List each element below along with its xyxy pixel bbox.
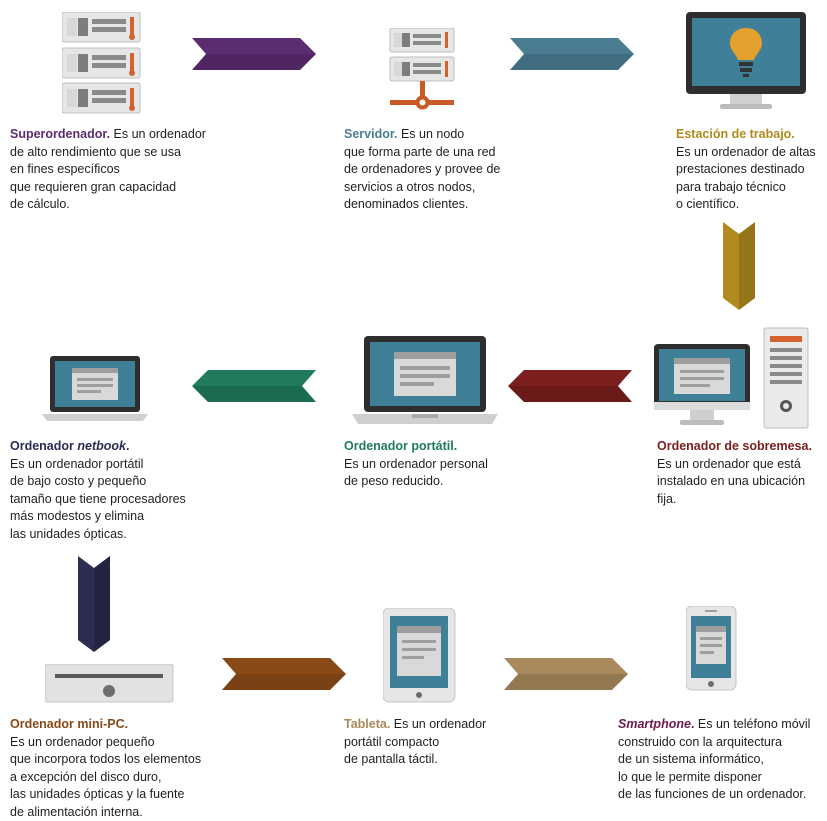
smartphone-text: Es un teléfono móvil construido con la a… (618, 717, 811, 801)
laptop-icon (352, 336, 498, 424)
arrow-super-to-server (192, 38, 316, 70)
laptop-title: Ordenador portátil. (344, 439, 458, 453)
netbook-title-italic: netbook (77, 439, 126, 453)
server-description: Servidor. Es un nodo que forma parte de … (344, 126, 544, 214)
desktop-description: Ordenador de sobremesa. Es un ordenador … (657, 438, 825, 508)
workstation-text: Es un ordenador de altas prestaciones de… (676, 144, 816, 211)
server-icon (389, 28, 455, 110)
supercomputer-icon (62, 12, 141, 114)
desktop-title: Ordenador de sobremesa. (657, 439, 812, 453)
tablet-description: Tableta. Es un ordenador portátil compac… (344, 716, 544, 769)
netbook-text: Es un ordenador portátil de bajo costo y… (10, 456, 186, 541)
laptop-description: Ordenador portátil. Es un ordenador pers… (344, 438, 544, 491)
netbook-description: Ordenador netbook. Es un ordenador portá… (10, 438, 220, 543)
supercomputer-description: Superordenador. Es un ordenador de alto … (10, 126, 210, 214)
desktop-icon (654, 327, 809, 429)
netbook-icon (42, 356, 148, 421)
desktop-text: Es un ordenador que está instalado en un… (657, 456, 806, 506)
smartphone-icon (686, 606, 737, 691)
netbook-title-prefix: Ordenador (10, 439, 78, 453)
workstation-icon (686, 12, 806, 109)
arrow-desktop-to-laptop (508, 370, 632, 402)
workstation-title: Estación de trabajo. (676, 127, 795, 141)
netbook-title-suffix: . (125, 439, 130, 453)
mini-pc-icon (45, 664, 174, 703)
minipc-title: Ordenador mini-PC. (10, 717, 129, 731)
arrow-laptop-to-netbook (192, 370, 316, 402)
minipc-text: Es un ordenador pequeño que incorpora to… (10, 734, 202, 819)
smartphone-title-italic: Smartphone (618, 717, 691, 731)
tablet-title: Tableta. (344, 717, 391, 731)
smartphone-title-suffix: . (690, 717, 695, 731)
arrow-workstation-to-desktop (723, 222, 755, 310)
tablet-text: Es un ordenador portátil compacto de pan… (344, 717, 487, 766)
arrow-minipc-to-tablet (222, 658, 346, 690)
workstation-description: Estación de trabajo. Es un ordenador de … (676, 126, 826, 214)
server-title: Servidor. (344, 127, 398, 141)
supercomputer-text: Es un ordenador de alto rendimiento que … (10, 127, 206, 211)
arrow-netbook-to-minipc (78, 556, 110, 652)
smartphone-description: Smartphone. Es un teléfono móvil constru… (618, 716, 823, 804)
arrow-server-to-workstation (510, 38, 634, 70)
laptop-text: Es un ordenador personal de peso reducid… (344, 456, 488, 489)
supercomputer-title: Superordenador. (10, 127, 111, 141)
arrow-tablet-to-smartphone (504, 658, 628, 690)
minipc-description: Ordenador mini-PC. Es un ordenador peque… (10, 716, 230, 821)
tablet-icon (383, 608, 456, 703)
server-text: Es un nodo que forma parte de una red de… (344, 127, 501, 211)
